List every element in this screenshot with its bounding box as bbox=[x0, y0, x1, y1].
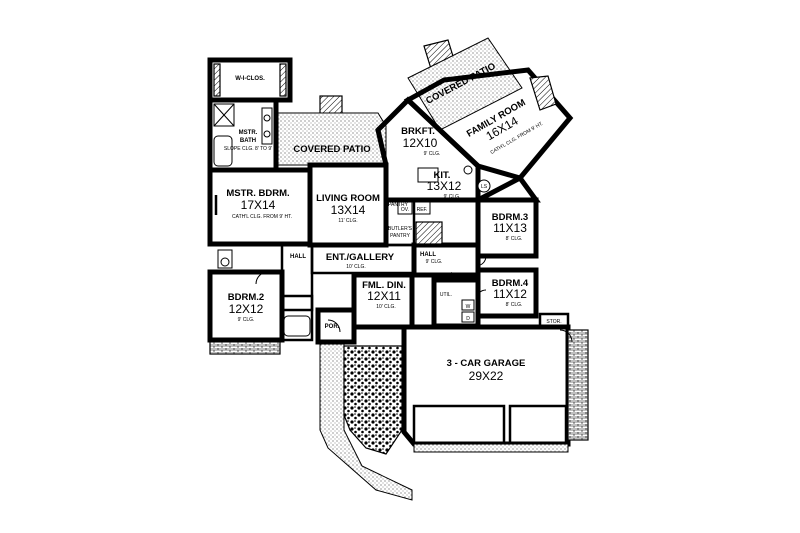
bath-sink bbox=[263, 114, 271, 122]
garage-dims: 29X22 bbox=[469, 369, 504, 383]
door-swing-bed4 bbox=[475, 289, 487, 301]
pantry-label: PANTRY bbox=[388, 202, 408, 208]
closet-shelving bbox=[213, 63, 221, 97]
left-bath bbox=[280, 294, 314, 342]
porch-label: POR. bbox=[325, 324, 340, 330]
walk-in-closet-label: W-I-CLOS. bbox=[235, 76, 265, 82]
storage-box bbox=[538, 312, 570, 330]
dryer-box bbox=[461, 311, 475, 323]
garage-door-left bbox=[412, 404, 506, 446]
vanity bbox=[261, 107, 273, 145]
door-swing-bed3 bbox=[475, 255, 487, 267]
bedroom4-dims: 11X12 bbox=[493, 287, 527, 301]
living-room-note: 11' CLG. bbox=[338, 218, 357, 224]
butler-pantry-label-2: PANTRY bbox=[390, 233, 410, 239]
door-swing-bed2 bbox=[255, 271, 269, 285]
master-bedroom-note: CATH'L CLG. FROM 9' HT. bbox=[232, 214, 292, 220]
garage-name: 3 - CAR GARAGE bbox=[447, 358, 526, 369]
front-planter bbox=[343, 345, 403, 455]
bedroom2-name: BDRM.2 bbox=[228, 292, 264, 303]
ref-label: REF. bbox=[417, 207, 428, 213]
bedroom3-name: BDRM.3 bbox=[492, 212, 528, 223]
right-wing-angle bbox=[476, 174, 541, 203]
bedroom4-name: BDRM.4 bbox=[492, 278, 529, 289]
master-bedroom-name: MSTR. BDRM. bbox=[226, 188, 289, 199]
utility-label: UTIL. bbox=[440, 292, 452, 298]
hall-right-note: 9' CLG. bbox=[426, 259, 443, 265]
family-dining-name: FML. DIN. bbox=[362, 280, 406, 291]
breakfast-dims: 12X10 bbox=[403, 136, 438, 150]
kitchen-note: 9' CLG. bbox=[444, 194, 461, 200]
porch-wall bbox=[315, 307, 357, 345]
covered-patio-right-area bbox=[407, 37, 523, 131]
hall-right-wall bbox=[411, 242, 481, 278]
living-room-name: LIVING ROOM bbox=[316, 193, 380, 204]
driveway bbox=[413, 443, 569, 453]
butler-pantry-label-1: BUTLER'S bbox=[388, 226, 413, 232]
washer-label: W bbox=[466, 304, 471, 310]
master-bath-note: SLOPE CLG. 8' TO 9' bbox=[224, 146, 272, 152]
lazy-susan-label: LS bbox=[481, 184, 488, 190]
linen-label: L bbox=[451, 272, 454, 278]
washer-box bbox=[461, 299, 475, 311]
bedroom4-note: 8' CLG. bbox=[506, 302, 523, 308]
breakfast-name: BRKFT. bbox=[401, 126, 435, 137]
hall-left-outline bbox=[280, 242, 314, 312]
family-dining-note: 10' CLG. bbox=[376, 304, 396, 310]
garage-wall bbox=[401, 324, 571, 447]
storage-label: STOR. bbox=[546, 319, 561, 325]
family-dining-dims: 12X11 bbox=[367, 289, 401, 303]
lazy-susan-circle bbox=[477, 179, 491, 193]
breakfast-note: 9' CLG. bbox=[424, 151, 441, 157]
kitchen-sink bbox=[463, 165, 473, 175]
door-swing-porch bbox=[327, 319, 341, 333]
bath-sink-2 bbox=[263, 130, 271, 138]
hall-right-label: HALL bbox=[420, 252, 436, 258]
pantry-outline bbox=[384, 198, 416, 247]
oven-label: OV. bbox=[401, 207, 409, 213]
oven-box bbox=[397, 201, 413, 215]
bedroom2-note: 9' CLG. bbox=[238, 317, 255, 323]
living-room-dims: 13X14 bbox=[331, 203, 366, 217]
family-room-wall bbox=[403, 67, 574, 181]
bedroom3-dims: 11X13 bbox=[493, 221, 527, 235]
kitchen-name: KIT. bbox=[434, 170, 451, 181]
kitchen-dims: 13X12 bbox=[427, 179, 462, 193]
water-heater bbox=[220, 257, 230, 267]
dryer-label: D bbox=[466, 316, 470, 322]
bathtub bbox=[213, 135, 233, 167]
family-fireplace bbox=[529, 75, 557, 111]
entry-gallery-note: 10' CLG. bbox=[346, 264, 366, 270]
master-bedroom-dims: 17X14 bbox=[241, 198, 276, 212]
garage-door-right bbox=[508, 404, 568, 446]
master-bath-label-2: BATH bbox=[240, 138, 256, 144]
bedroom2-dims: 12X12 bbox=[229, 302, 264, 316]
kitchen-island bbox=[417, 167, 439, 183]
closet-shelving-right bbox=[279, 63, 287, 97]
left-bath-tub bbox=[283, 315, 311, 337]
bedroom3-note: 8' CLG. bbox=[506, 236, 523, 242]
hall-left-label: HALL bbox=[290, 254, 306, 260]
door-swing-garage bbox=[559, 329, 573, 343]
entry-gallery-name: ENT./GALLERY bbox=[326, 252, 395, 263]
covered-patio-left-area bbox=[275, 112, 387, 166]
garage-apron bbox=[567, 329, 589, 441]
family-dining-wall bbox=[351, 272, 415, 330]
covered-patio-left-label: COVERED PATIO bbox=[293, 144, 370, 155]
bath2-tub bbox=[415, 221, 443, 245]
master-bath-label-1: MSTR. bbox=[239, 130, 258, 136]
